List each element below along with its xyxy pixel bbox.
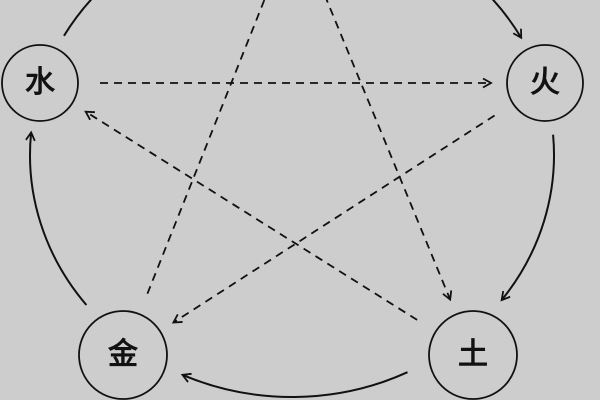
generate-arrow-earth-metal (182, 371, 408, 398)
control-arrow-wood-earth (325, 0, 450, 300)
generate-arrow-fire-earth (502, 134, 555, 300)
fire-circle (506, 44, 584, 122)
metal-circle (78, 310, 168, 400)
control-arrow-earth-water (86, 112, 418, 321)
generate-arrow-wood-fire (491, 0, 521, 38)
earth-circle (428, 310, 518, 400)
generate-arrow-water-wood (63, 0, 93, 37)
fire-label: 火 (530, 65, 560, 100)
control-arrow-metal-wood (146, 0, 266, 295)
generate-arrow-metal-water (30, 132, 88, 306)
control-arrow-fire-metal (173, 114, 496, 323)
metal-label: 金 (108, 337, 138, 372)
water-label: 水 (25, 65, 55, 100)
earth-label: 土 (458, 337, 488, 372)
water-circle (1, 44, 79, 122)
